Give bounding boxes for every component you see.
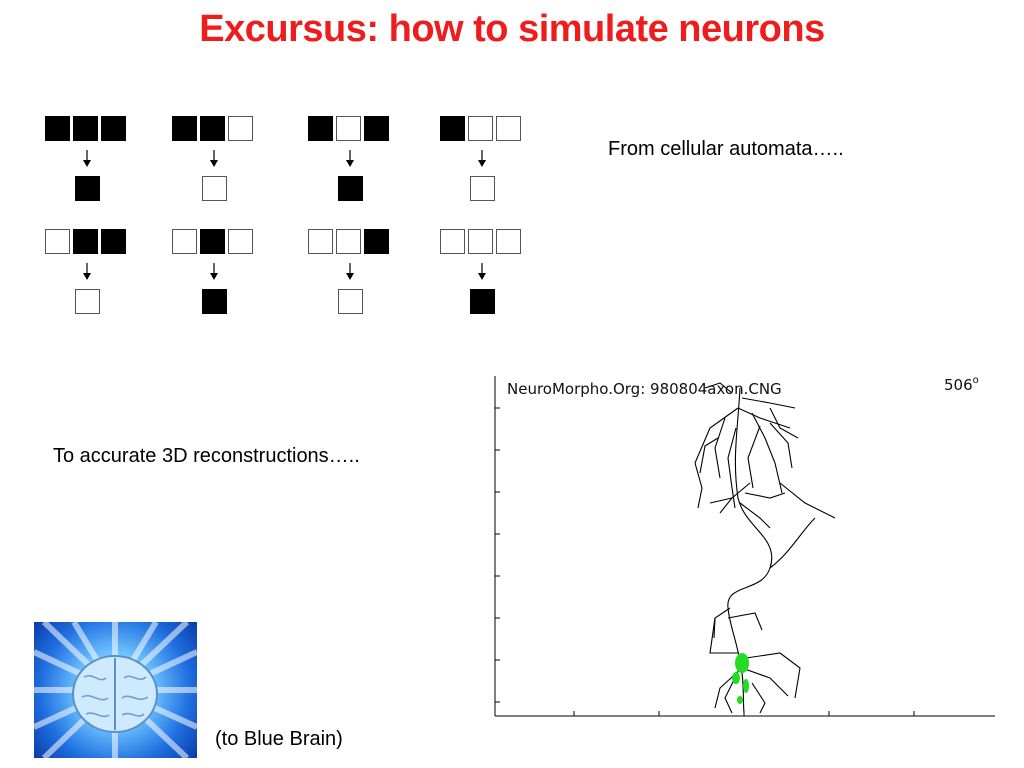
brain-icon (34, 622, 197, 758)
rule-pattern (172, 116, 256, 141)
arrow-down-icon (478, 263, 486, 280)
cell-black (172, 116, 197, 141)
blue-brain-image (34, 622, 197, 758)
rule-result (470, 289, 495, 314)
rule-result (75, 289, 100, 314)
rule-pattern (308, 229, 392, 254)
cell-white (440, 229, 465, 254)
rule-result (338, 176, 363, 201)
rule-result (75, 176, 100, 201)
cell-black (308, 116, 333, 141)
rule-pattern (45, 229, 129, 254)
cell-white (228, 116, 253, 141)
rule-pattern (45, 116, 129, 141)
cell-black (364, 116, 389, 141)
arrow-down-icon (210, 263, 218, 280)
arrow-down-icon (210, 150, 218, 167)
rule-pattern (308, 116, 392, 141)
cell-black (73, 116, 98, 141)
cell-white (308, 229, 333, 254)
arrow-down-icon (346, 263, 354, 280)
cell-white (336, 116, 361, 141)
cell-white (336, 229, 361, 254)
rule-result (202, 289, 227, 314)
arrow-down-icon (83, 263, 91, 280)
reconstruction-caption: To accurate 3D reconstructions….. (53, 445, 360, 467)
plot-axes (494, 376, 995, 717)
rule-result (338, 289, 363, 314)
cell-white (468, 229, 493, 254)
page-title: Excursus: how to simulate neurons (199, 8, 825, 50)
cell-white (228, 229, 253, 254)
cell-black (440, 116, 465, 141)
neuromorpho-label: NeuroMorpho.Org: 980804axon.CNG (507, 380, 782, 398)
arrow-down-icon (83, 150, 91, 167)
view-angle: 506o (944, 375, 979, 394)
cell-white (496, 116, 521, 141)
cell-black (200, 229, 225, 254)
cell-white (496, 229, 521, 254)
neuron-reconstruction-plot: NeuroMorpho.Org: 980804axon.CNG 506o (494, 375, 995, 717)
neuron-arbor (694, 382, 836, 714)
cell-white (45, 229, 70, 254)
view-angle-value: 506 (944, 376, 973, 394)
cell-black (45, 116, 70, 141)
rule-pattern (440, 229, 524, 254)
blue-brain-caption: (to Blue Brain) (215, 728, 343, 750)
arrow-down-icon (478, 150, 486, 167)
cell-black (101, 229, 126, 254)
automata-caption: From cellular automata….. (608, 138, 844, 160)
view-angle-unit: o (973, 375, 979, 386)
cell-black (73, 229, 98, 254)
cell-black (364, 229, 389, 254)
rule-pattern (172, 229, 256, 254)
cell-black (101, 116, 126, 141)
cell-white (468, 116, 493, 141)
rule-result (202, 176, 227, 201)
arrow-down-icon (346, 150, 354, 167)
rule-result (470, 176, 495, 201)
rule-pattern (440, 116, 524, 141)
cell-black (200, 116, 225, 141)
neuron-soma (732, 653, 749, 704)
cell-white (172, 229, 197, 254)
